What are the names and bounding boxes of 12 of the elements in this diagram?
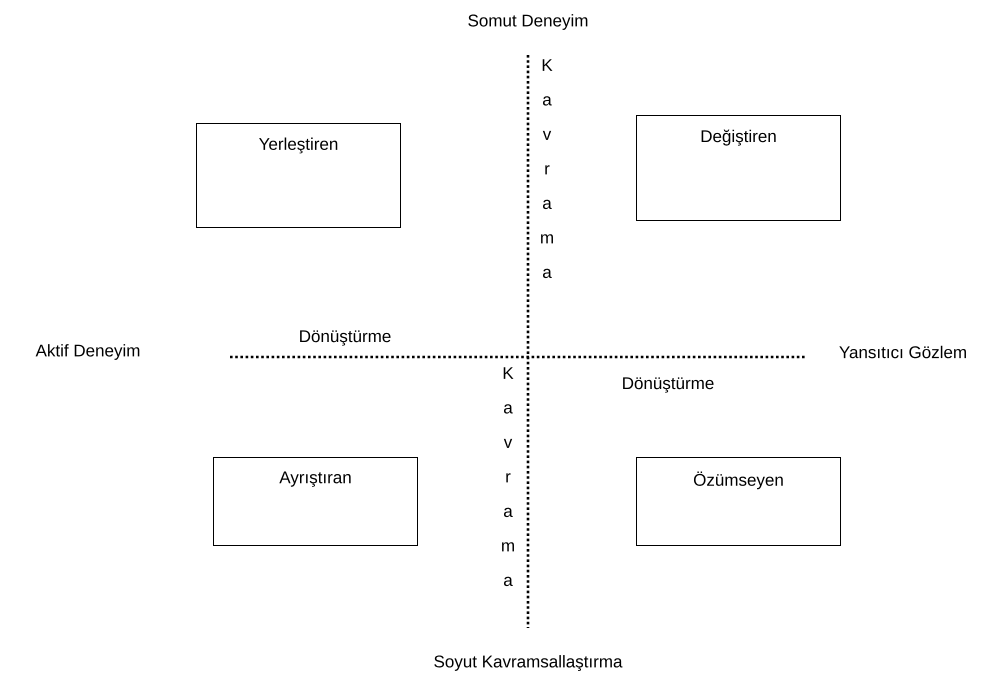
axis-label: Yansıtıcı Gözlem [839,346,966,358]
axis-label: Dönüştürme [300,330,391,346]
axis-label: Soyut Kavramsallaştırma [434,655,622,671]
style-box: Ayrıştıran [213,457,418,546]
style-box: Değiştiren [636,115,841,221]
axis-label: Somut Deneyim [468,14,588,30]
style-box: Yerleştiren [196,123,401,228]
vertical-label: Kavrama [502,367,514,586]
axis-label: Aktif Deneyim [36,344,140,360]
style-box: Özümseyen [636,457,841,546]
axis-label: Dönüştürme [623,377,714,393]
vertical-label: Kavrama [541,59,553,278]
